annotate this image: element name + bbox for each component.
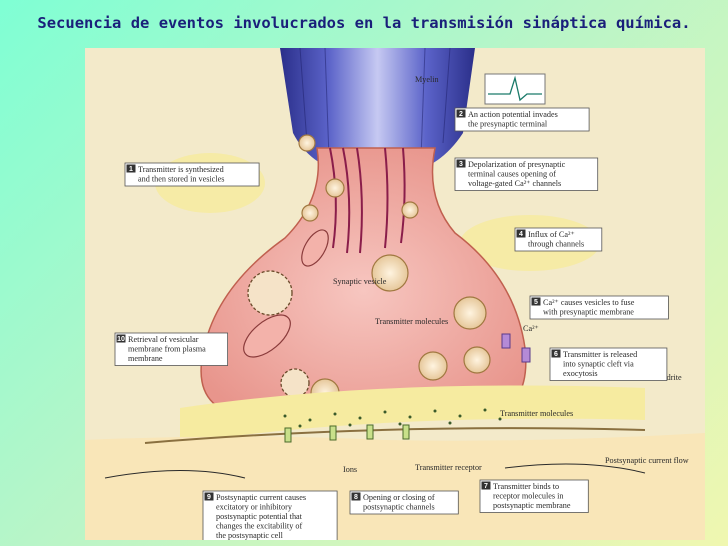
step-8-line-1: Opening or closing of (363, 493, 435, 502)
step-box-7 (479, 479, 589, 513)
step-7-line-1: Transmitter binds to (493, 482, 559, 491)
step-number-badge-6 (551, 349, 561, 358)
step-7-line-2: receptor molecules in (493, 492, 563, 501)
step-9-line-1: Postsynaptic current causes (216, 493, 306, 502)
step-5-line-1: Ca²⁺ causes vesicles to fuse (543, 298, 635, 307)
step-1-line-1: Transmitter is synthesized (138, 165, 224, 174)
step-box-2 (454, 107, 590, 132)
step-number-3: 3 (459, 161, 463, 168)
label-transmitter-receptor: Transmitter receptor (415, 463, 482, 472)
step-9-line-3: postsynaptic potential that (216, 512, 303, 521)
step-3-line-3: voltage-gated Ca²⁺ channels (468, 179, 561, 188)
step-number-6: 6 (554, 351, 558, 358)
step-number-badge-5 (531, 297, 541, 306)
synapse-diagram: Myelin Synaptic vesicle Transmitter mole… (85, 48, 705, 540)
step-4-line-1: Influx of Ca²⁺ (528, 230, 575, 239)
step-number-5: 5 (534, 299, 538, 306)
step-number-badge-7 (481, 481, 491, 490)
synapse-figure: Myelin Synaptic vesicle Transmitter mole… (85, 48, 705, 540)
step-10-line-1: Retrieval of vesicular (128, 335, 199, 344)
step-9-line-5: the postsynaptic cell (216, 531, 284, 540)
microtubules (329, 147, 406, 254)
label-transmitter-molecules-bottom: Transmitter molecules (500, 409, 573, 418)
current-flow-arrows (104, 463, 646, 479)
step-number-4: 4 (519, 231, 523, 238)
step-number-badge-4 (516, 229, 526, 238)
step-box-3 (454, 157, 599, 191)
step-8-line-2: postsynaptic channels (363, 503, 435, 512)
calcium-channels (501, 333, 531, 363)
step-3-line-2: terminal causes opening of (468, 170, 556, 179)
step-number-badge-1 (126, 164, 136, 173)
step-number-7: 7 (484, 483, 488, 490)
label-synaptic-vesicle: Synaptic vesicle (333, 277, 387, 286)
step-7-line-3: postsynaptic membrane (493, 501, 571, 510)
step-number-8: 8 (354, 494, 358, 501)
transmitter-dots (283, 408, 502, 428)
step-box-10 (114, 332, 228, 366)
label-myelin: Myelin (415, 75, 439, 84)
label-transmitter-molecules-top: Transmitter molecules (375, 317, 448, 326)
step-box-6 (549, 347, 668, 381)
label-postsynaptic-current-flow: Postsynaptic current flow (605, 456, 689, 465)
page-title: Secuencia de eventos involucrados en la … (37, 14, 691, 32)
step-number-10: 10 (117, 336, 125, 343)
step-10-line-2: membrane from plasma (128, 345, 206, 354)
step-number-badge-3 (456, 159, 466, 168)
step-2-line-2: the presynaptic terminal (468, 120, 548, 129)
step-number-badge-10 (116, 334, 126, 343)
postsynaptic-cell (85, 433, 705, 540)
myelin-bands (299, 48, 451, 159)
synaptic-cleft (180, 385, 645, 443)
step-number-badge-8 (351, 492, 361, 501)
step-box-9 (202, 490, 338, 540)
step-box-1 (124, 162, 260, 187)
postsynaptic-membrane (144, 427, 646, 444)
step-1-line-2: and then stored in vesicles (138, 175, 224, 184)
step-9-line-4: changes the excitability of (216, 522, 302, 531)
transmitter-receptors (284, 424, 410, 443)
step-3-line-1: Depolarization of presynaptic (468, 160, 566, 169)
step-2-line-1: An action potential invades (468, 110, 558, 119)
step-4-line-2: through channels (528, 240, 584, 249)
step-number-2: 2 (459, 111, 463, 118)
step-number-9: 9 (207, 494, 211, 501)
step-6-line-1: Transmitter is released (563, 350, 637, 359)
label-ions: Ions (343, 465, 357, 474)
step-6-line-2: into synaptic cleft via (563, 360, 634, 369)
action-potential-waveform (488, 75, 542, 102)
step-box-5 (529, 295, 669, 320)
label-ca-ion: Ca²⁺ (523, 324, 539, 333)
step-callout-4: 4 Influx of Ca²⁺through channels (514, 227, 603, 252)
step-5-line-2: with presynaptic membrane (543, 308, 634, 317)
step-box-4 (514, 227, 603, 252)
action-potential-inset (484, 73, 546, 105)
step-number-1: 1 (129, 166, 133, 173)
step-6-line-3: exocytosis (563, 369, 598, 378)
step-9-line-2: excitatory or inhibitory (216, 503, 293, 512)
step-box-8 (349, 490, 459, 515)
step-number-badge-2 (456, 109, 466, 118)
step-10-line-3: membrane (128, 354, 163, 363)
step-number-badge-9 (204, 492, 214, 501)
mitochondria (243, 229, 329, 358)
coated-vesicles (247, 270, 310, 398)
